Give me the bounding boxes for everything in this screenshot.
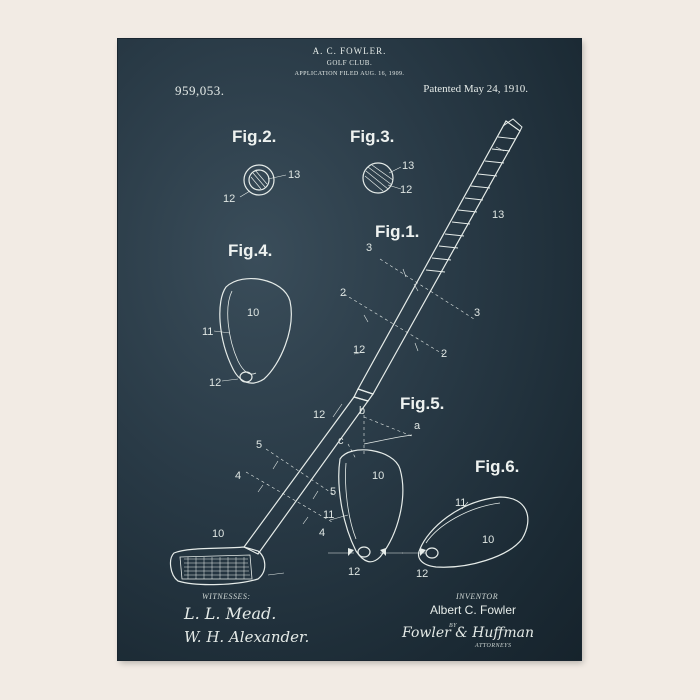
ref-2-upper: 2 — [340, 287, 347, 299]
ref-13-fig2: 13 — [288, 169, 301, 181]
ref-12-fig2: 12 — [223, 193, 236, 205]
ref-10-fig1: 10 — [212, 528, 225, 540]
ref-3-lower: 3 — [474, 307, 481, 319]
fig5-label: Fig.5. — [400, 394, 445, 413]
ref-10-fig6: 10 — [482, 534, 495, 546]
witness-signature-1: L. L. Mead. — [184, 604, 277, 623]
ref-10-fig4: 10 — [247, 307, 260, 319]
patent-drawing — [169, 118, 529, 586]
ref-11-fig5: 11 — [323, 509, 335, 521]
fig5-head — [328, 415, 415, 563]
by-label: BY — [449, 623, 458, 629]
patent-poster: A. C. FOWLER. GOLF CLUB. APPLICATION FIL… — [118, 39, 581, 660]
ref-13-fig3: 13 — [402, 160, 415, 172]
ref-12-hosel: 12 — [313, 409, 326, 421]
witness-signature-2: W. H. Alexander. — [184, 628, 310, 646]
ref-4-left: 4 — [235, 470, 242, 482]
fig2-section — [239, 164, 287, 198]
fig6-label: Fig.6. — [475, 457, 520, 476]
ref-12-fig6: 12 — [416, 568, 429, 580]
witnesses-label: WITNESSES: — [202, 592, 251, 601]
fig1-label: Fig.1. — [375, 222, 420, 241]
ref-4-right: 4 — [319, 527, 326, 539]
patent-number: 959,053. — [175, 83, 225, 98]
ref-2-lower: 2 — [441, 348, 448, 360]
application-filed: APPLICATION FILED AUG. 16, 1909. — [294, 71, 405, 77]
ref-12-fig3: 12 — [400, 184, 413, 196]
fig4-label: Fig.4. — [228, 241, 273, 260]
attorney-signature: Fowler & Huffman — [402, 625, 534, 641]
patent-title: GOLF CLUB. — [326, 59, 373, 67]
inventor-name: Albert C. Fowler — [430, 603, 517, 617]
ref-12-fig4: 12 — [209, 377, 222, 389]
ref-c: c — [338, 435, 344, 447]
ref-a: a — [414, 420, 421, 432]
fig4-head — [213, 278, 292, 384]
ref-11-fig6: 11 — [455, 497, 467, 509]
ref-3-upper: 3 — [366, 242, 373, 254]
ref-13-shaft: 13 — [492, 209, 505, 221]
inventor-header: A. C. FOWLER. — [312, 46, 387, 56]
fig3-section — [362, 162, 402, 194]
ref-b: b — [359, 405, 366, 417]
fig6-head — [402, 496, 529, 568]
fig1-shaft — [243, 118, 523, 555]
inventor-label: INVENTOR — [456, 592, 499, 601]
ref-10-fig5: 10 — [372, 470, 385, 482]
patented-date: Patented May 24, 1910. — [423, 83, 528, 95]
ref-12-shaft: 12 — [353, 344, 366, 356]
ref-12-fig5: 12 — [348, 566, 361, 578]
fig2-label: Fig.2. — [232, 127, 277, 146]
attorneys-label: ATTORNEYS — [475, 643, 512, 649]
fig3-label: Fig.3. — [350, 127, 395, 146]
ref-11-fig4: 11 — [202, 326, 214, 338]
ref-5-right: 5 — [330, 486, 337, 498]
fig1-clubhead — [169, 403, 343, 586]
ref-5-left: 5 — [256, 439, 263, 451]
